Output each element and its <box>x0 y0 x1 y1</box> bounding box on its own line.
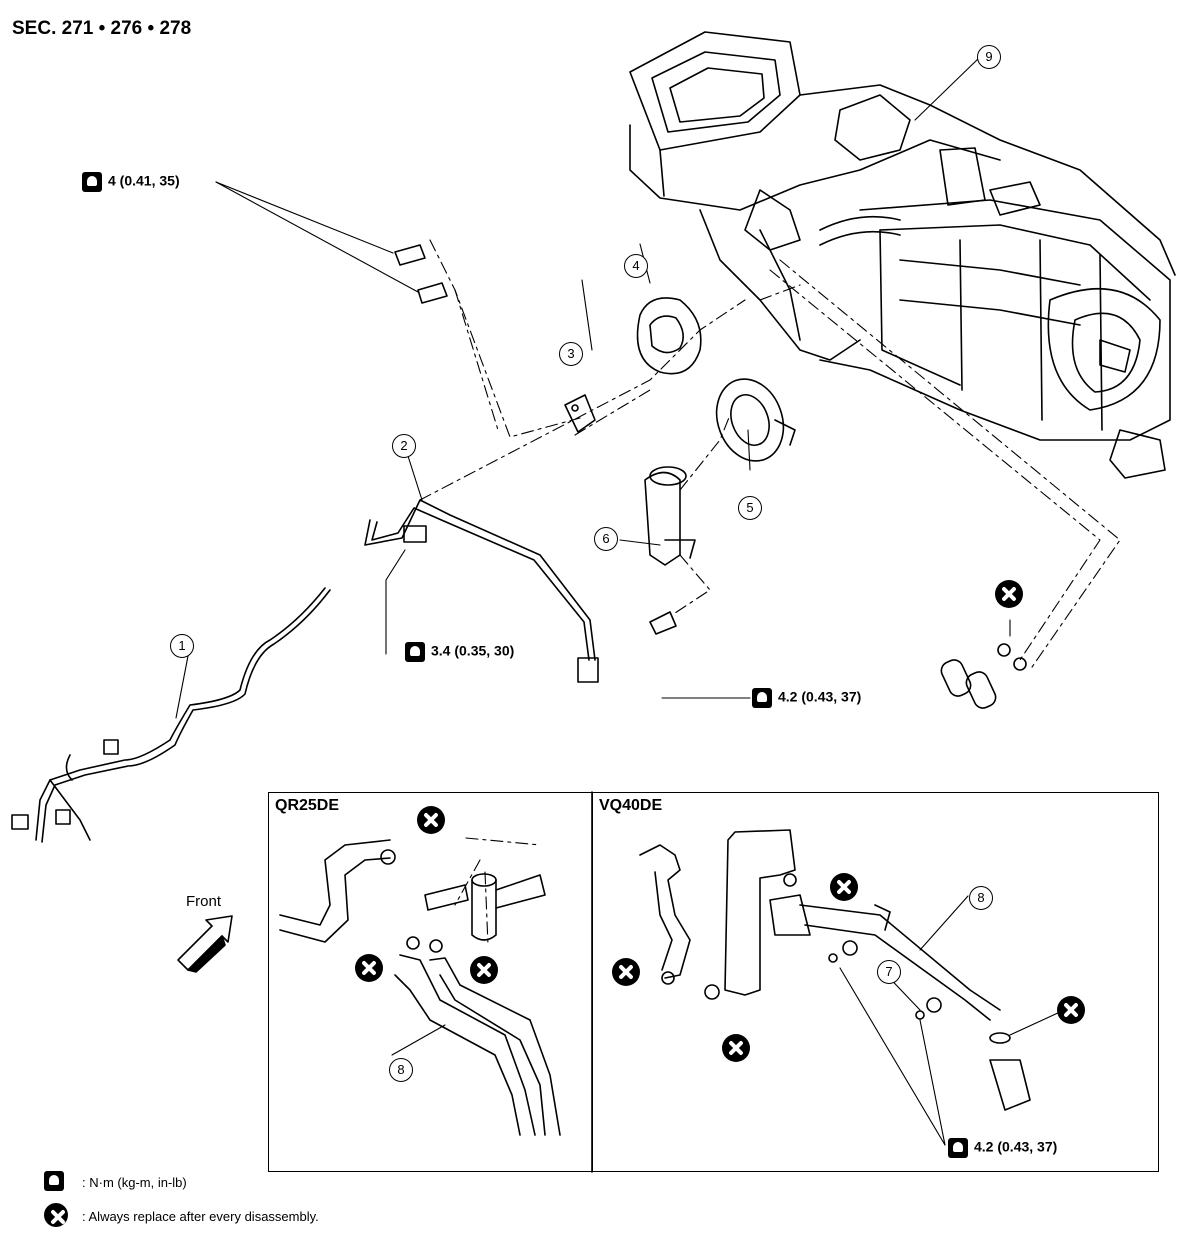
replace-x-icon <box>44 1203 68 1227</box>
qr25de-hoses <box>279 839 561 1136</box>
part-1-harness <box>11 587 331 843</box>
section-title: SEC. 271 • 276 • 278 <box>12 18 192 39</box>
torque-wrench-icon <box>82 172 102 192</box>
torque-wrench-icon <box>752 688 772 708</box>
legend-replace-text: : Always replace after every disassembly… <box>82 1209 319 1224</box>
torque-spec-4: 4.2 (0.43, 37) <box>948 1138 1057 1158</box>
bolts <box>394 244 677 635</box>
hose-pieces <box>940 643 1027 709</box>
callout-4: 4 <box>624 254 648 278</box>
inset-title-qr25de: QR25DE <box>275 797 340 814</box>
leader-lines <box>175 56 1061 1146</box>
part-2-tube <box>364 499 599 683</box>
callout-5: 5 <box>738 496 762 520</box>
part-3-clip <box>564 394 596 433</box>
callout-8-vq40de: 8 <box>969 886 993 910</box>
replace-x-icon <box>612 958 640 986</box>
replace-x-icon <box>995 580 1023 608</box>
part-4-gasket <box>636 297 702 375</box>
torque-wrench-icon <box>405 642 425 662</box>
part-5-grommet <box>715 378 796 462</box>
heater-unit <box>629 31 1176 479</box>
callout-3: 3 <box>559 342 583 366</box>
torque-spec-1: 4 (0.41, 35) <box>82 172 180 192</box>
legend-torque-text: : N·m (kg-m, in-lb) <box>82 1175 187 1190</box>
replace-x-icon <box>355 954 383 982</box>
callout-1: 1 <box>170 634 194 658</box>
vq40de-hoses <box>639 829 1031 1111</box>
inset-qr25de: QR25DE <box>268 792 593 1172</box>
inset-title-vq40de: VQ40DE <box>599 797 663 814</box>
replace-x-icon <box>417 806 445 834</box>
torque-spec-2: 3.4 (0.35, 30) <box>405 642 514 662</box>
torque-wrench-icon <box>948 1138 968 1158</box>
replace-x-icon <box>722 1034 750 1062</box>
torque-spec-3: 4.2 (0.43, 37) <box>752 688 861 708</box>
front-label: Front <box>186 893 222 910</box>
callout-2: 2 <box>392 434 416 458</box>
torque-wrench-icon <box>44 1171 64 1191</box>
replace-x-icon <box>830 873 858 901</box>
callout-7: 7 <box>877 960 901 984</box>
dashed-alignment-lines <box>419 239 1121 946</box>
callout-6: 6 <box>594 527 618 551</box>
inset-vq40de: VQ40DE <box>592 792 1159 1172</box>
part-6-duct <box>644 466 696 566</box>
callout-9: 9 <box>977 45 1001 69</box>
front-arrow-icon <box>177 915 233 973</box>
replace-x-icon <box>1057 996 1085 1024</box>
replace-x-icon <box>470 956 498 984</box>
callout-8-qr25de: 8 <box>389 1058 413 1082</box>
